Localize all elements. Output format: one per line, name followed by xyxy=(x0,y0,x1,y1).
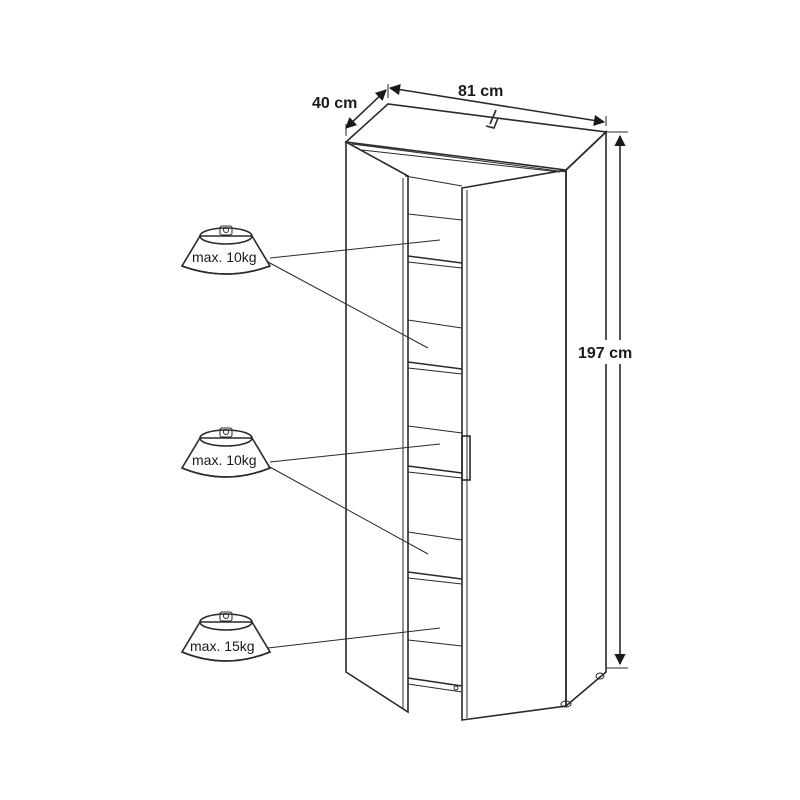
weight-icon xyxy=(180,611,272,662)
shelf xyxy=(407,319,463,375)
right-door xyxy=(461,169,567,721)
shelf xyxy=(407,531,463,585)
weight-icon xyxy=(180,427,272,478)
weight-callout: max. 10kg xyxy=(180,225,441,349)
weight-label: max. 15kg xyxy=(190,638,255,654)
depth-label: 40 cm xyxy=(312,95,357,112)
depth-dimension: 40 cm xyxy=(312,84,389,136)
width-label: 81 cm xyxy=(458,83,503,100)
shelves xyxy=(407,213,463,693)
door-handle xyxy=(461,435,471,481)
weight-label: max. 10kg xyxy=(192,452,257,468)
weight-callout: max. 10kg xyxy=(180,427,441,555)
cabinet-right-side xyxy=(565,130,607,708)
shelf xyxy=(407,213,463,269)
weight-label: max. 10kg xyxy=(192,249,257,265)
width-dimension: 81 cm xyxy=(388,83,607,126)
foot-back xyxy=(595,672,605,680)
cabinet xyxy=(344,103,608,708)
weight-icon xyxy=(180,225,272,275)
shelf xyxy=(407,639,463,693)
height-dimension: 197 cm xyxy=(578,131,640,669)
weight-callout: max. 15kg xyxy=(180,611,441,662)
left-door xyxy=(345,140,409,714)
hanger-hook-icon xyxy=(485,109,499,129)
shelf xyxy=(407,425,463,479)
height-label: 197 cm xyxy=(578,345,632,362)
